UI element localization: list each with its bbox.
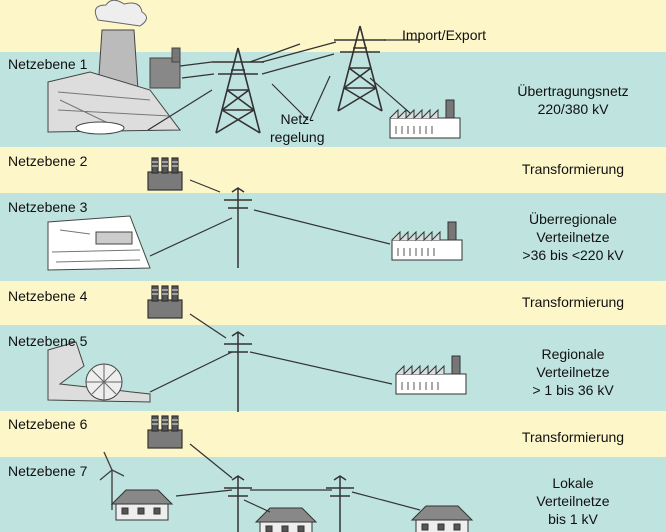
power-plant-icon: [47, 0, 181, 135]
waterwheel-icon: [47, 341, 151, 403]
hydro-plant-icon: [47, 215, 151, 271]
transformer-icon-level-2: [147, 157, 183, 191]
level-desc-6: Transformierung: [521, 429, 625, 445]
level-desc-4: Transformierung: [521, 294, 625, 310]
level-label-1: Netzebene 1: [8, 56, 88, 72]
level-label-3: Netzebene 3: [8, 199, 88, 215]
factory-icon-level-1: [389, 99, 461, 139]
band-level-2: [0, 147, 666, 193]
level-label-5: Netzebene 5: [8, 333, 88, 349]
import-export-label: Import/Export: [402, 27, 487, 43]
factory-icon-level-5: [395, 355, 467, 395]
factory-icon-level-3: [391, 221, 463, 261]
transformer-icon-level-4: [147, 285, 183, 319]
transmission-tower-icon-2: [333, 25, 387, 112]
wind-turbine-icon: [99, 451, 125, 510]
level-label-6: Netzebene 6: [8, 416, 88, 432]
transmission-tower-icon: [211, 47, 265, 134]
band-level-6: [0, 411, 666, 457]
pole-icon-level-5: [223, 331, 253, 413]
pole-icon-level-7b: [325, 475, 355, 532]
level-desc-2: Transformierung: [521, 161, 625, 177]
transmission-lines: [147, 39, 420, 131]
level-label-4: Netzebene 4: [8, 288, 88, 304]
level-label-2: Netzebene 2: [8, 153, 88, 169]
band-level-4: [0, 281, 666, 325]
netzregelung-label: Netz- regelung: [270, 111, 325, 145]
transformer-icon-level-6: [147, 415, 183, 449]
band-level-7: [0, 457, 666, 532]
house-icon-3: [411, 505, 473, 532]
pole-icon-level-3: [223, 187, 253, 269]
level-label-7: Netzebene 7: [8, 463, 88, 479]
house-icon-2: [255, 507, 317, 532]
house-icon-1: [111, 489, 173, 521]
pole-icon-level-7: [223, 475, 253, 532]
